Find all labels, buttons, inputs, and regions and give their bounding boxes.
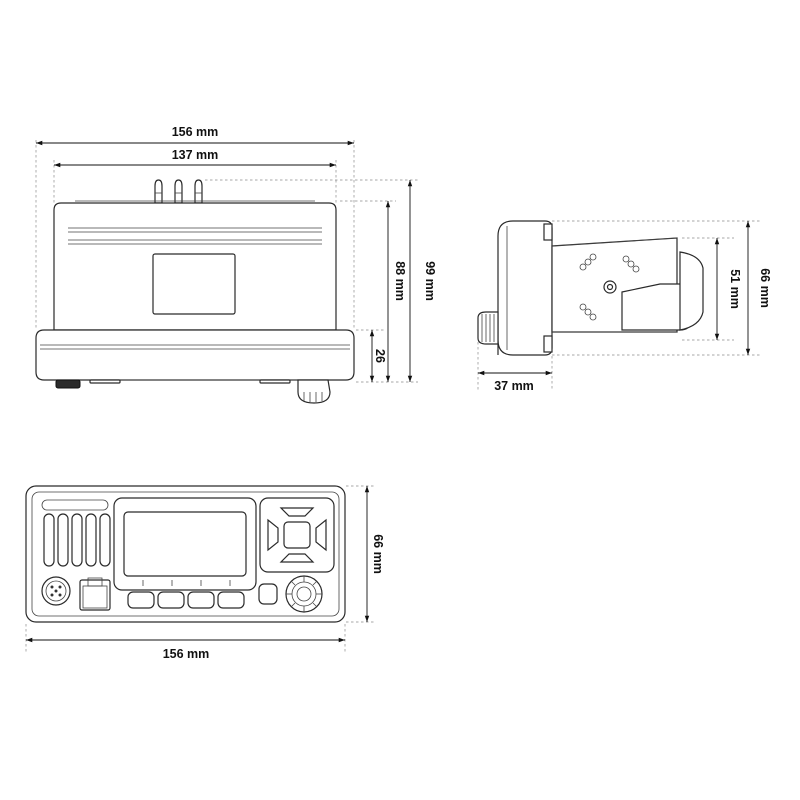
distress-key [258,583,278,605]
side-front-bezel [497,220,553,356]
top-body-width: 137 mm [172,148,219,162]
side-view: 66 mm 51 mm 37 mm [477,220,772,393]
power-knob [55,379,81,389]
mic-connector [41,576,71,606]
lcd-screen [123,511,247,577]
card-slot [79,577,111,611]
front-bezel-top [35,329,355,404]
front-channel-knob [285,575,323,613]
soft-key-3 [187,591,215,609]
soft-key-2 [157,591,185,609]
center-key [283,521,311,549]
top-total-height: 99 mm [423,261,437,301]
side-bracket-height: 51 mm [728,269,742,309]
side-knob [477,311,499,345]
side-front-depth: 37 mm [494,379,534,393]
up-arrow-key [279,507,315,517]
left-arrow-key [267,518,279,552]
radio-body-top [53,200,337,331]
soft-key-1 [127,591,155,609]
bezel-clip [543,223,553,241]
down-arrow-key [279,553,315,563]
channel-knob [297,379,331,404]
top-base-height: 26 [373,349,387,363]
top-overall-width: 156 mm [172,125,219,139]
top-body-height: 88 mm [393,261,407,301]
connector-pins [154,179,203,204]
right-arrow-key [315,518,327,552]
front-view: 66 mm 156 mm [25,485,385,661]
label-plate [152,253,236,315]
soft-key-4 [217,591,245,609]
speaker-grille [41,499,111,567]
side-overall-height: 66 mm [758,268,772,308]
direction-pad [259,497,335,573]
soft-keys [127,591,245,609]
front-height: 66 mm [371,534,385,574]
top-view: 156 mm 137 mm 99 mm 88 mm 26 [35,125,437,404]
front-width: 156 mm [163,647,210,661]
